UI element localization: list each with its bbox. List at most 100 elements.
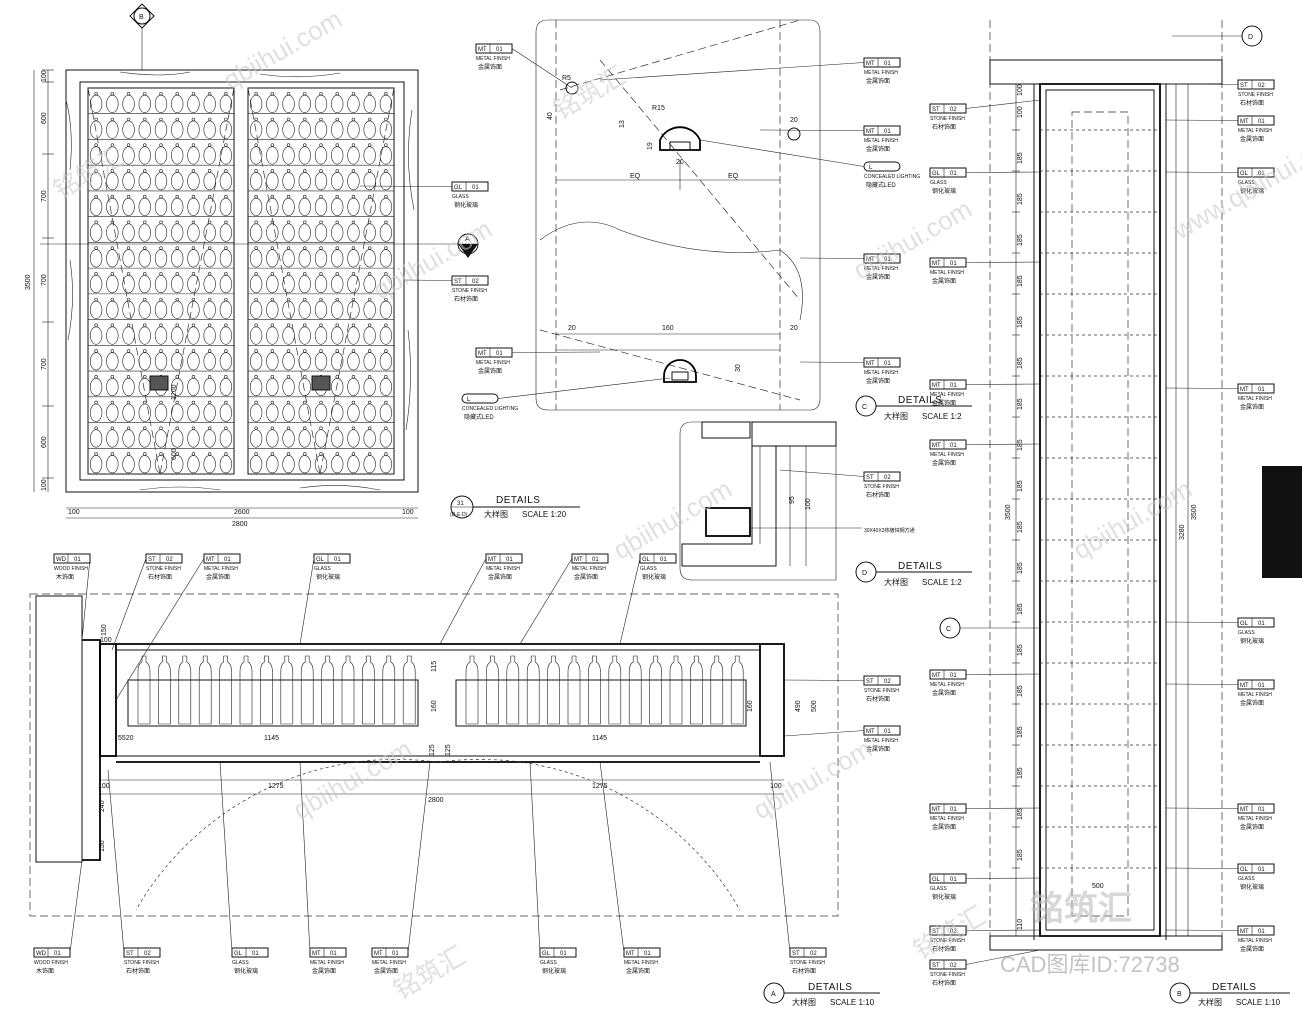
bottle-neck <box>159 323 163 327</box>
bottle-neck <box>367 169 372 173</box>
bottle-neck <box>254 452 258 456</box>
svg-text:GL: GL <box>1240 867 1249 873</box>
bottle-end <box>122 249 135 268</box>
bottle-neck <box>207 194 212 199</box>
svg-text:金属饰面: 金属饰面 <box>488 573 512 581</box>
dim: 1275 <box>268 783 284 790</box>
dim: 3500 <box>1191 504 1198 520</box>
svg-text:METAL FINISH: METAL FINISH <box>1238 938 1272 944</box>
bottle-neck <box>175 91 179 96</box>
bottle-end <box>298 429 311 448</box>
bottle-neck <box>143 349 147 353</box>
svg-text:钢化玻璃: 钢化玻璃 <box>932 187 956 195</box>
bottle-end <box>203 352 216 371</box>
bottle-neck <box>207 323 212 327</box>
dim: 185 <box>1017 644 1024 656</box>
bottle-end <box>314 300 328 319</box>
bottle-end <box>203 275 216 294</box>
bottle-neck <box>384 426 388 430</box>
bottle-end <box>249 377 263 397</box>
dim: 2800 <box>232 521 248 528</box>
bottle-end <box>363 120 376 139</box>
bottle-end <box>122 197 135 216</box>
bottle-neck <box>126 323 131 327</box>
bottle-neck <box>191 169 196 173</box>
svg-text:01: 01 <box>330 951 337 957</box>
svg-text:金属饰面: 金属饰面 <box>1240 135 1264 143</box>
bottle-end <box>106 120 119 139</box>
dim: 2800 <box>428 797 444 804</box>
bottle-neck <box>143 143 147 147</box>
bottle-end <box>266 300 279 319</box>
bottle-neck <box>143 323 147 327</box>
bottle-end <box>89 352 103 371</box>
svg-text:ST: ST <box>1240 83 1248 89</box>
bottle-end <box>379 223 393 242</box>
bottle-end <box>122 326 135 345</box>
bottle-neck <box>384 452 388 456</box>
bottle-neck <box>191 452 196 456</box>
bottle-neck <box>270 117 275 122</box>
bottle-neck <box>367 246 372 250</box>
dim: 100 <box>41 479 48 491</box>
svg-text:金属饰面: 金属饰面 <box>206 573 230 581</box>
bottle-end <box>314 429 328 448</box>
bottle-end <box>379 403 393 422</box>
bottle-end <box>138 326 151 345</box>
bottle-plan <box>465 655 479 725</box>
bottle-neck <box>159 426 163 430</box>
bottle-neck <box>224 220 228 225</box>
dim: 185 <box>1017 234 1024 246</box>
bottle-end <box>203 429 216 448</box>
bottle-end <box>89 455 103 474</box>
bottle-end <box>89 429 103 448</box>
bottle-end <box>347 377 360 397</box>
bottle-end <box>106 197 119 216</box>
bottle-end <box>89 249 103 268</box>
bottle-neck <box>143 400 147 405</box>
svg-text:MT: MT <box>1240 387 1249 393</box>
bottle-plan <box>710 655 724 725</box>
svg-text:ST: ST <box>454 279 462 285</box>
watermarks: qbiihui.com qbiihui.com qbiihui.com qbii… <box>48 3 1302 1005</box>
detail-title-elevation: 31 (D·E·D) DETAILS 大样图 SCALE 1:20 <box>450 495 580 519</box>
bottle-end <box>314 94 328 114</box>
bottle-end <box>298 94 311 114</box>
bottle-end <box>203 249 216 268</box>
bottle-neck <box>303 246 307 250</box>
bottle-neck <box>224 91 228 96</box>
dim: 3500 <box>1005 504 1012 520</box>
bottle-neck <box>303 375 307 379</box>
bottle-neck <box>94 220 98 225</box>
bottle-end <box>249 326 263 345</box>
bottle-neck <box>254 426 258 430</box>
dim: 700 <box>41 358 48 370</box>
dim: 185 <box>1017 275 1024 287</box>
svg-text:01: 01 <box>950 443 957 449</box>
door-handle <box>149 375 169 391</box>
svg-text:(D·E·D): (D·E·D) <box>450 512 468 518</box>
svg-text:B: B <box>139 14 144 21</box>
bottle-end <box>106 275 119 294</box>
svg-text:01: 01 <box>496 351 503 357</box>
bottle-neck <box>270 220 275 225</box>
bottle-plan <box>628 655 642 725</box>
svg-text:GLASS: GLASS <box>540 960 557 966</box>
bottle-end <box>282 146 295 165</box>
bottle-neck <box>335 169 339 173</box>
bottle-end <box>379 429 393 448</box>
bottle-plan <box>588 655 601 725</box>
bottle-neck <box>207 117 212 122</box>
bottle-end <box>347 249 360 268</box>
bottle-end <box>347 455 360 474</box>
svg-text:GLASS: GLASS <box>640 566 657 572</box>
bottle-end <box>219 326 233 345</box>
bottle-end <box>379 377 393 397</box>
bottle-neck <box>175 143 179 147</box>
bottle-neck <box>270 143 275 147</box>
